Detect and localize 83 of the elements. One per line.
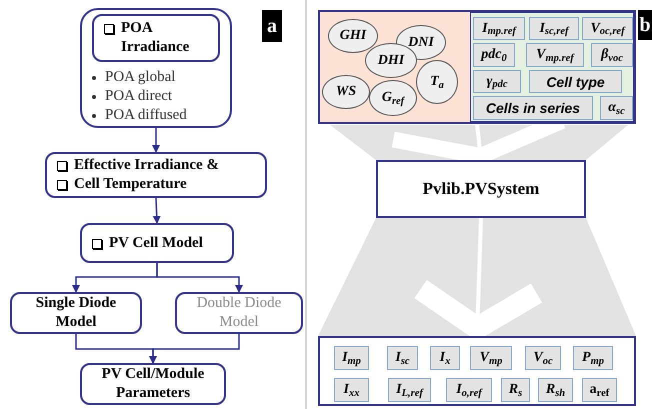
- box-label: V$_{oc}$: [533, 351, 553, 365]
- box-label: Cells in series: [486, 101, 580, 115]
- box-label: V$_{mp}$: [480, 351, 502, 365]
- input-ellipse: [416, 60, 458, 104]
- parameter-box: [446, 378, 492, 402]
- box-label: POA direct: [105, 87, 172, 106]
- parameter-box: [473, 96, 593, 120]
- box-label: Pvlib.PVSystem: [422, 178, 540, 200]
- panel-letter: a: [262, 10, 282, 42]
- input-ellipse: [328, 19, 378, 53]
- box-label: G$_{ref}$: [382, 91, 404, 105]
- box-label: Effective Irradiance &: [74, 156, 219, 175]
- rounded-box: [80, 8, 232, 128]
- box-label: I$_{sc,ref}$: [539, 22, 569, 36]
- parameter-box: [387, 346, 418, 370]
- parameter-box: [430, 346, 460, 370]
- box-label: I$_{sc}$: [395, 351, 410, 365]
- arrow: [152, 128, 160, 153]
- parameter-box: [582, 378, 617, 402]
- box-label: T$_{a}$: [430, 75, 444, 89]
- arrow: [156, 263, 243, 293]
- parameter-box: [473, 43, 515, 67]
- box-label: γ$_{pdc}$: [486, 74, 508, 88]
- box-label: WS: [336, 85, 356, 99]
- box-label: I$_{o,ref}$: [456, 383, 482, 397]
- box-label: V$_{mp.ref}$: [536, 48, 574, 62]
- box-label: PV Cell/Module Parameters: [100, 365, 206, 403]
- parameter-box: [582, 17, 633, 40]
- box-label: I$_{x}$: [440, 351, 450, 365]
- rounded-box: [175, 292, 303, 334]
- input-ellipse: [369, 80, 417, 116]
- box-label: POA Irradiance: [121, 19, 190, 57]
- rounded-box: [45, 152, 267, 198]
- system-box: [376, 160, 586, 218]
- rounded-box: [92, 14, 220, 62]
- parameter-box: [470, 346, 512, 370]
- box-label: DHI: [378, 54, 404, 68]
- rounded-box: [80, 223, 234, 263]
- parameter-box: [473, 70, 521, 93]
- parameter-box: [334, 346, 369, 370]
- box-label: β$_{voc}$: [601, 48, 623, 62]
- box-label: PV Cell Model: [109, 234, 203, 252]
- parameter-box: [388, 378, 431, 402]
- rounded-box: [10, 292, 142, 334]
- parameter-box: [600, 96, 633, 120]
- box-label: I$_{mp.ref}$: [482, 22, 516, 36]
- box-label: I$_{xx}$: [344, 383, 360, 397]
- rounded-box: [80, 363, 226, 405]
- box-label: I$_{L,ref}$: [396, 383, 423, 397]
- parameter-box: [591, 43, 633, 67]
- parameter-box: [473, 17, 525, 40]
- box-label: Cell Temperature: [74, 175, 187, 194]
- box-label: pdc$_{0}$: [481, 48, 507, 62]
- box-label: POA global: [105, 68, 176, 87]
- parameter-box: [529, 17, 579, 40]
- parameter-area: [470, 12, 634, 122]
- arrow: [152, 198, 161, 224]
- box-label: P$_{mp}$: [582, 351, 604, 365]
- box-label: R$_{s}$: [508, 383, 522, 397]
- parameter-box: [526, 43, 584, 67]
- box-label: α$_{sc}$: [608, 101, 625, 115]
- panel-letter: b: [638, 10, 652, 40]
- box-label: POA diffused: [105, 106, 187, 125]
- parameter-box: [525, 346, 561, 370]
- panel-box: [318, 336, 636, 406]
- panel-box: [318, 10, 636, 124]
- box-label: Single Diode Model: [34, 294, 118, 332]
- input-ellipse: [322, 75, 370, 109]
- input-area: [320, 12, 470, 122]
- arrow: [149, 334, 240, 364]
- box-label: R$_{sh}$: [546, 383, 566, 397]
- box-label: I$_{mp}$: [342, 351, 361, 365]
- parameter-box: [538, 378, 573, 402]
- parameter-box: [334, 378, 369, 402]
- box-label: a$_{ref}$: [590, 383, 610, 397]
- parameter-box: [529, 70, 622, 93]
- box-label: Cell type: [546, 74, 605, 88]
- box-label: GHI: [340, 29, 366, 43]
- box-label: Double Diode Model: [196, 294, 282, 332]
- box-label: V$_{oc,ref}$: [590, 22, 625, 36]
- parameter-box: [573, 346, 613, 370]
- parameter-box: [501, 378, 530, 402]
- box-label: DNI: [408, 36, 434, 50]
